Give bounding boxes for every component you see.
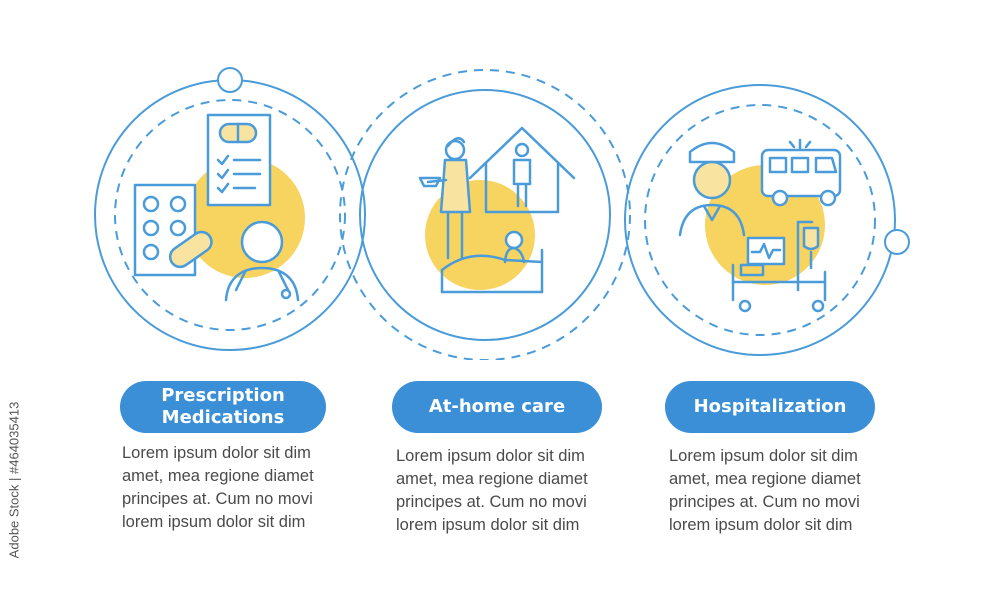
at-home-care-icon: [418, 126, 576, 294]
step-3-connector-node: [884, 229, 910, 255]
step-1-description-line: principes at. Cum no movi: [122, 490, 313, 508]
step-2-inner-dashed-circle: [339, 69, 631, 360]
step-3-description-line: Lorem ipsum dolor sit dim: [669, 447, 858, 465]
step-2-description-line: amet, mea regione diamet: [396, 470, 588, 488]
step-1-description-line: amet, mea regione diamet: [122, 467, 314, 485]
step-2-title-pill: At-home care: [392, 381, 602, 433]
step-1-description-line: lorem ipsum dolor sit dim: [122, 513, 306, 531]
step-1-title-line-2: Medications: [161, 407, 285, 428]
step-2-description-line: principes at. Cum no movi: [396, 493, 587, 511]
step-2-description-line: lorem ipsum dolor sit dim: [396, 516, 580, 534]
step-1-connector-node: [217, 67, 243, 93]
step-2-description-line: Lorem ipsum dolor sit dim: [396, 447, 585, 465]
step-3-outer-circle: [624, 84, 896, 356]
step-3-description-line: principes at. Cum no movi: [669, 493, 860, 511]
step-1-title-line-1: Prescription: [161, 385, 285, 406]
stock-watermark: Adobe Stock | #464035413: [4, 360, 24, 600]
step-3-description: Lorem ipsum dolor sit dim amet, mea regi…: [669, 445, 861, 537]
step-1-title: Prescription Medications: [161, 385, 285, 429]
step-1-description-line: Lorem ipsum dolor sit dim: [122, 444, 311, 462]
step-3-description-line: amet, mea regione diamet: [669, 470, 861, 488]
step-2-description: Lorem ipsum dolor sit dim amet, mea regi…: [396, 445, 588, 537]
prescription-medications-icon: [133, 113, 300, 302]
hospitalization-icon: [678, 138, 842, 313]
stock-watermark-text: Adobe Stock | #464035413: [6, 401, 22, 559]
step-3-inner-dashed-circle: [644, 104, 876, 336]
step-2-outer-circle: [359, 89, 611, 341]
step-diagram: [94, 67, 910, 360]
step-3-title: Hospitalization: [693, 396, 847, 417]
step-1-title-pill: Prescription Medications: [120, 381, 326, 433]
step-3-title-pill: Hospitalization: [665, 381, 875, 433]
step-2-title: At-home care: [428, 396, 566, 417]
step-1-inner-dashed-circle: [114, 99, 346, 331]
step-3-description-line: lorem ipsum dolor sit dim: [669, 516, 853, 534]
step-1-description: Lorem ipsum dolor sit dim amet, mea regi…: [122, 442, 314, 534]
